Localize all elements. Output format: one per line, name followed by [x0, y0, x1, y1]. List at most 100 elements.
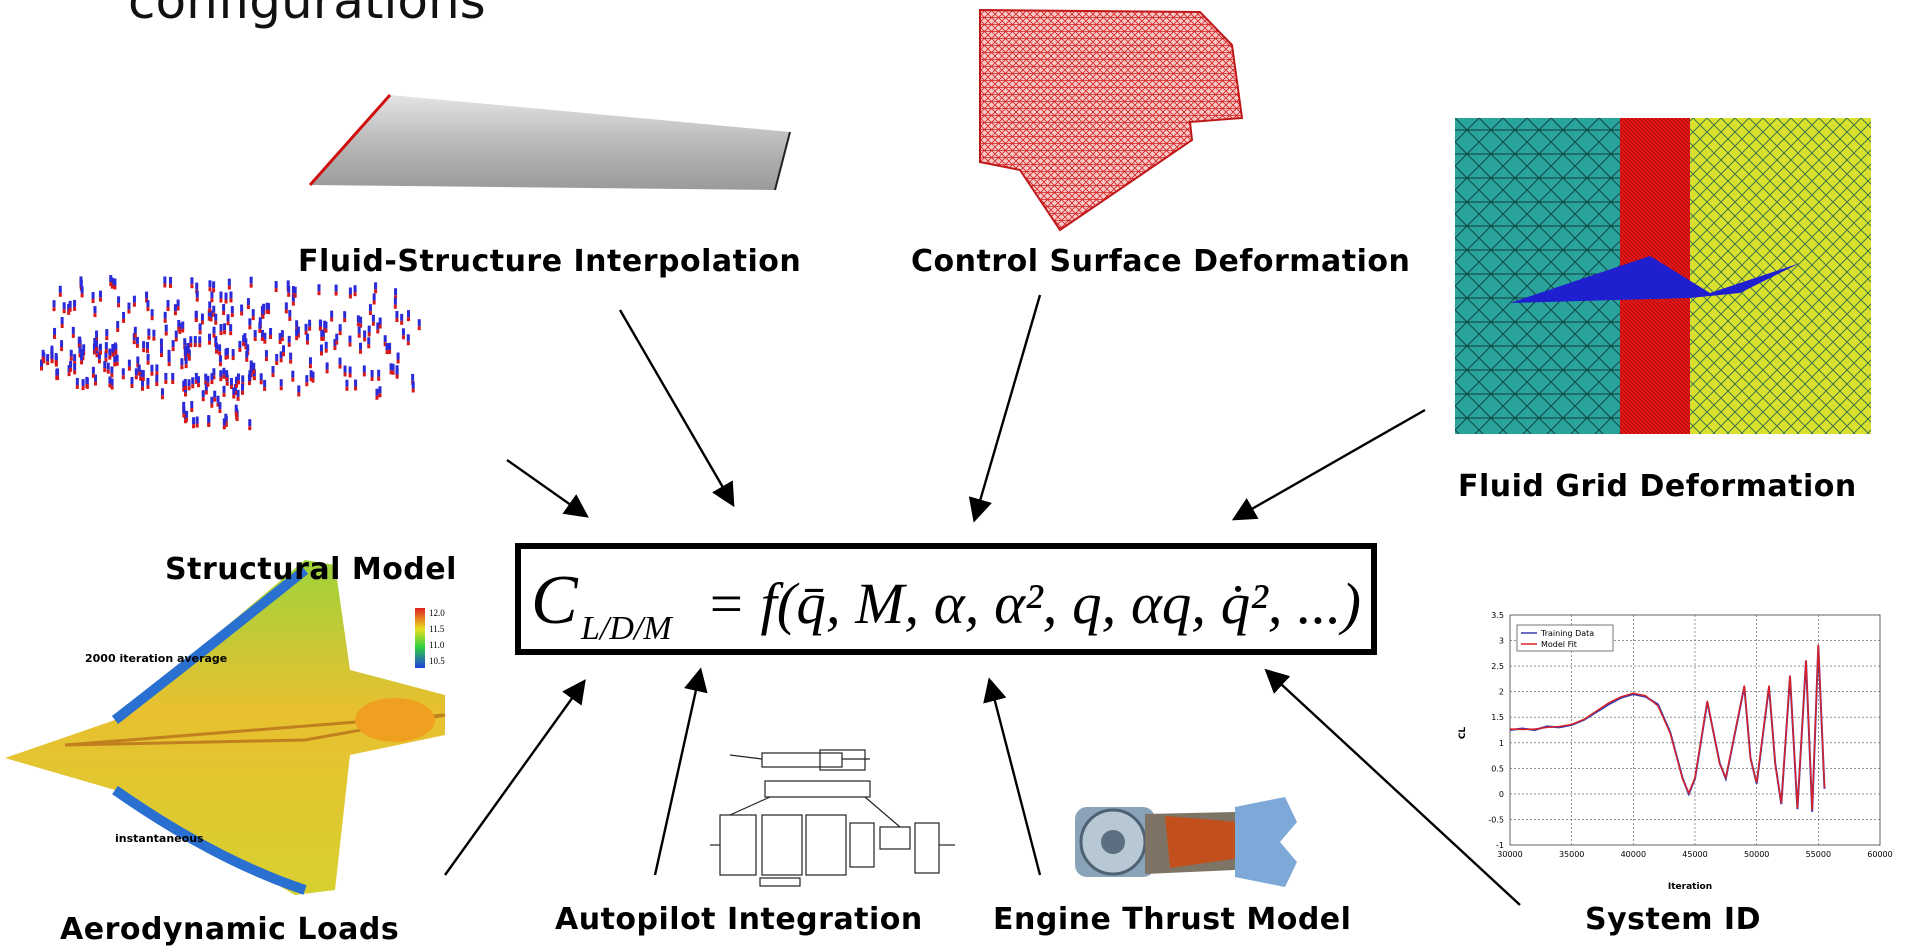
structural-node	[207, 333, 211, 341]
structural-node-base	[93, 313, 97, 318]
structural-node	[204, 373, 208, 381]
structural-node	[324, 321, 328, 329]
structural-node	[50, 352, 54, 360]
structural-node-base	[249, 283, 253, 288]
structural-node-base	[251, 316, 255, 321]
structural-node	[304, 323, 308, 331]
structural-node	[280, 330, 284, 338]
structural-node-base	[109, 282, 113, 287]
structural-node	[81, 379, 85, 387]
wing-surface-image	[308, 94, 791, 191]
structural-node-base	[135, 343, 139, 348]
arrow-control-surface	[968, 294, 1042, 523]
structural-node-base	[223, 330, 227, 335]
structural-node-base	[169, 283, 173, 288]
structural-node	[219, 291, 223, 299]
structural-node-base	[104, 358, 108, 363]
chart-x-axis-label: Iteration	[1668, 882, 1712, 892]
structural-node-base	[95, 353, 99, 358]
structural-node-base	[333, 346, 337, 351]
structural-node-base	[225, 381, 229, 386]
structural-node	[391, 363, 395, 371]
structural-node	[249, 276, 253, 284]
structural-node	[78, 346, 82, 354]
structural-node	[79, 279, 83, 287]
label-fluid-grid-deformation: Fluid Grid Deformation	[1458, 469, 1857, 504]
structural-node-base	[229, 331, 233, 336]
structural-node-base	[127, 309, 131, 314]
structural-node	[258, 321, 262, 329]
structural-node	[207, 309, 211, 317]
structural-node	[150, 364, 154, 372]
structural-node-base	[218, 351, 222, 356]
structural-node	[305, 375, 309, 383]
structural-node	[263, 379, 267, 387]
structural-node	[241, 375, 245, 383]
structural-node	[287, 335, 291, 343]
structural-node	[395, 367, 399, 375]
structural-node	[166, 300, 170, 308]
structural-node-base	[147, 335, 151, 340]
structural-node	[98, 343, 102, 351]
structural-node	[183, 345, 187, 353]
structural-node	[182, 406, 186, 414]
structural-node	[251, 309, 255, 317]
structural-node-base	[210, 298, 214, 303]
structural-node-base	[75, 384, 79, 389]
structural-node	[348, 335, 352, 343]
structural-node-base	[241, 390, 245, 395]
structural-node-base	[222, 425, 226, 430]
structural-node	[345, 379, 349, 387]
structural-node	[73, 363, 77, 371]
structural-node-base	[189, 343, 193, 348]
structural-node	[269, 327, 273, 335]
structural-node-base	[356, 322, 360, 327]
structural-node	[210, 291, 214, 299]
structural-node-base	[231, 356, 235, 361]
structural-node-base	[325, 369, 329, 374]
structural-node-base	[269, 334, 273, 339]
structural-node	[318, 319, 322, 327]
structural-node	[95, 340, 99, 348]
structural-node-base	[317, 291, 321, 296]
structural-node-base	[240, 311, 244, 316]
structural-node	[406, 334, 410, 342]
structural-node	[234, 404, 238, 412]
structural-node	[182, 401, 186, 409]
equation-lhs-symbol: C	[531, 562, 579, 639]
chart-y-axis-label: CL	[1458, 727, 1468, 740]
structural-node	[212, 281, 216, 289]
structural-node	[182, 380, 186, 388]
structural-node	[229, 324, 233, 332]
structural-node-base	[353, 292, 357, 297]
structural-node	[356, 315, 360, 323]
structural-node-base	[334, 291, 338, 296]
structural-node-base	[212, 333, 216, 338]
structural-node-base	[284, 309, 288, 314]
structural-node-base	[383, 342, 387, 347]
structural-node	[146, 377, 150, 385]
structural-node-base	[183, 392, 187, 397]
structural-node	[417, 319, 421, 327]
structural-node-base	[127, 366, 131, 371]
structural-node-base	[357, 333, 361, 338]
structural-node	[249, 360, 253, 368]
structural-node	[155, 374, 159, 382]
structural-node	[93, 337, 97, 345]
structural-node	[242, 335, 246, 343]
structural-node	[238, 340, 242, 348]
structural-node	[222, 304, 226, 312]
structural-node	[171, 372, 175, 380]
chart-legend: Training Data Model Fit	[1516, 624, 1614, 652]
structural-node	[110, 378, 114, 386]
series-line-model-fit	[1509, 644, 1826, 811]
structural-node-base	[245, 357, 249, 362]
structural-node-base	[92, 350, 96, 355]
label-structural-model: Structural Model	[165, 552, 457, 587]
structural-node	[279, 379, 283, 387]
structural-node-base	[113, 349, 117, 354]
structural-node	[155, 364, 159, 372]
structural-node-base	[183, 385, 187, 390]
structural-node	[132, 295, 136, 303]
structural-node-base	[98, 350, 102, 355]
